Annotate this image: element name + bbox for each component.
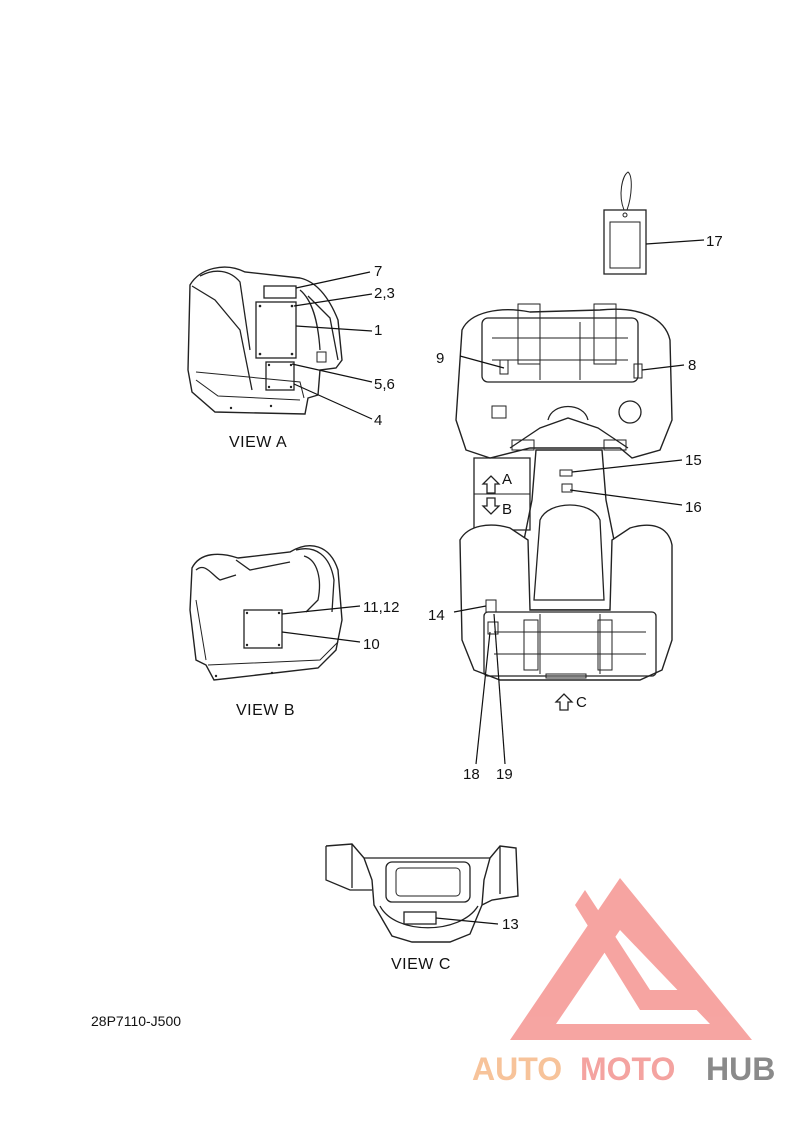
view-b-drawing <box>189 545 361 681</box>
view-c-drawing <box>325 843 519 943</box>
callout-10: 10 <box>363 636 380 653</box>
callout-19: 19 <box>496 766 513 783</box>
watermark-moto: MOTO <box>580 1051 675 1087</box>
watermark-auto: AUTO <box>472 1051 562 1087</box>
arrow-a-label: A <box>502 471 512 488</box>
view-c-label: VIEW C <box>391 956 451 973</box>
callout-8: 8 <box>688 357 696 374</box>
callout-4: 4 <box>374 412 382 429</box>
callout-14: 14 <box>428 607 445 624</box>
arrow-c-label: C <box>576 694 587 711</box>
arrow-b-label: B <box>502 501 512 518</box>
callout-5-6: 5,6 <box>374 376 395 393</box>
atv-top-view-drawing <box>453 303 685 765</box>
callout-7: 7 <box>374 263 382 280</box>
callout-13: 13 <box>502 916 519 933</box>
callout-16: 16 <box>685 499 702 516</box>
callout-9: 9 <box>436 350 444 367</box>
watermark-logo-icon <box>510 878 752 1040</box>
callout-1: 1 <box>374 322 382 339</box>
callout-18: 18 <box>463 766 480 783</box>
hang-tag-drawing <box>603 171 705 275</box>
view-a-drawing <box>187 266 373 420</box>
callout-11-12: 11,12 <box>363 599 399 616</box>
callout-2-3: 2,3 <box>374 285 395 302</box>
view-a-label: VIEW A <box>229 434 287 451</box>
callout-17: 17 <box>706 233 723 250</box>
part-code: 28P7110-J500 <box>91 1013 181 1029</box>
callout-15: 15 <box>685 452 702 469</box>
view-b-label: VIEW B <box>236 702 295 719</box>
watermark-hub: HUB <box>706 1051 775 1087</box>
